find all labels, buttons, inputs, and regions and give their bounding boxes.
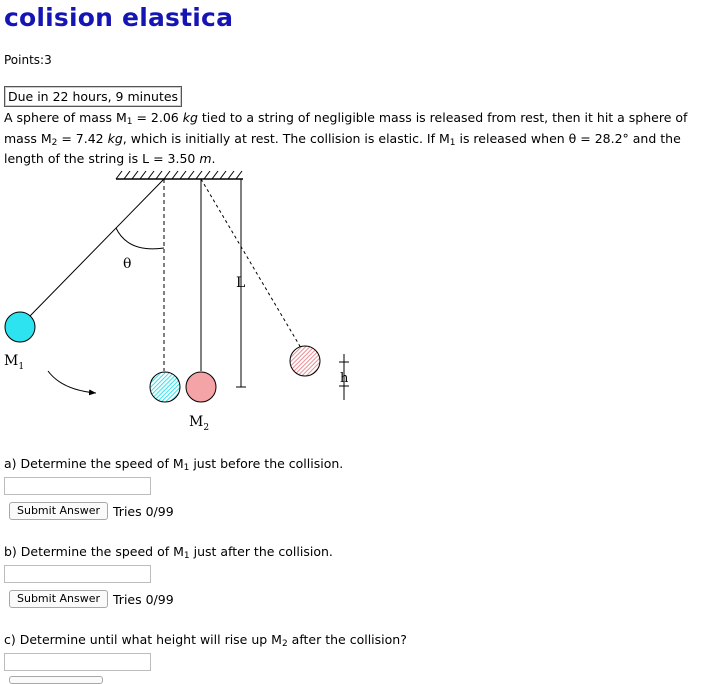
submit-answer-b-button[interactable]: Submit Answer bbox=[9, 590, 109, 608]
subscript: 2 bbox=[51, 137, 58, 148]
question-text: just after the collision. bbox=[189, 544, 333, 559]
question-text: after the collision? bbox=[287, 632, 407, 647]
answer-a-input[interactable] bbox=[4, 477, 151, 495]
length-label: L bbox=[236, 275, 245, 291]
unit: m bbox=[199, 151, 212, 166]
length-dimension bbox=[236, 179, 246, 388]
swing-arrow bbox=[47, 370, 97, 396]
subscript: 1 bbox=[126, 117, 133, 127]
answer-c-input[interactable] bbox=[4, 653, 151, 671]
theta-arc bbox=[115, 227, 165, 250]
page-title: colision elastica bbox=[4, 3, 234, 32]
tries-a-counter: Tries 0/99 bbox=[113, 504, 174, 519]
subscript: 2 bbox=[281, 639, 288, 649]
problem-text: A sphere of mass M bbox=[4, 110, 127, 125]
subscript: 1 bbox=[183, 551, 190, 561]
points-label: Points:3 bbox=[4, 53, 52, 67]
pendulum-diagram: θ L M1 M2 h bbox=[4, 170, 349, 433]
m1-label: M1 bbox=[4, 353, 24, 372]
question-text: a) Determine the speed of M bbox=[4, 456, 184, 471]
problem-text: is released when θ = 28.2° and the lengt… bbox=[4, 130, 681, 167]
problem-text: = 7.42 bbox=[57, 130, 108, 146]
m1-sphere bbox=[4, 311, 36, 343]
height-dimension bbox=[339, 354, 349, 400]
question-c-text: c) Determine until what height will rise… bbox=[4, 632, 407, 649]
question-b-text: b) Determine the speed of M1 just after … bbox=[4, 544, 333, 561]
unit: kg bbox=[182, 110, 198, 125]
tries-b-counter: Tries 0/99 bbox=[113, 592, 174, 607]
question-a-text: a) Determine the speed of M1 just before… bbox=[4, 456, 344, 473]
swing-dashed-string bbox=[200, 178, 302, 349]
subscript: 1 bbox=[183, 463, 190, 473]
problem-text: , which is initially at rest. The collis… bbox=[122, 130, 450, 146]
m2-sphere-max-height bbox=[289, 345, 321, 377]
question-text: b) Determine the speed of M bbox=[4, 544, 184, 559]
m2-sphere bbox=[185, 371, 217, 403]
question-text: just before the collision. bbox=[189, 456, 344, 471]
subscript: 1 bbox=[449, 137, 456, 148]
height-label: h bbox=[340, 371, 349, 386]
submit-answer-a-button[interactable]: Submit Answer bbox=[9, 502, 109, 520]
question-text: c) Determine until what height will rise… bbox=[4, 632, 282, 647]
m1-string bbox=[28, 178, 165, 318]
submit-answer-c-button[interactable] bbox=[9, 676, 103, 684]
problem-text: . bbox=[211, 151, 216, 166]
answer-b-input[interactable] bbox=[4, 565, 151, 583]
due-date-badge: Due in 22 hours, 9 minutes bbox=[4, 86, 183, 107]
ceiling-support bbox=[115, 170, 243, 180]
theta-label: θ bbox=[123, 256, 131, 272]
problem-statement: A sphere of mass M1 = 2.06 kg tied to a … bbox=[4, 108, 709, 170]
problem-text: tied to a string of negligible mass is r… bbox=[4, 110, 688, 146]
unit: kg bbox=[107, 130, 123, 146]
problem-text: = 2.06 bbox=[132, 110, 183, 125]
m1-sphere-at-collision bbox=[149, 371, 181, 403]
m2-label: M2 bbox=[189, 414, 209, 433]
